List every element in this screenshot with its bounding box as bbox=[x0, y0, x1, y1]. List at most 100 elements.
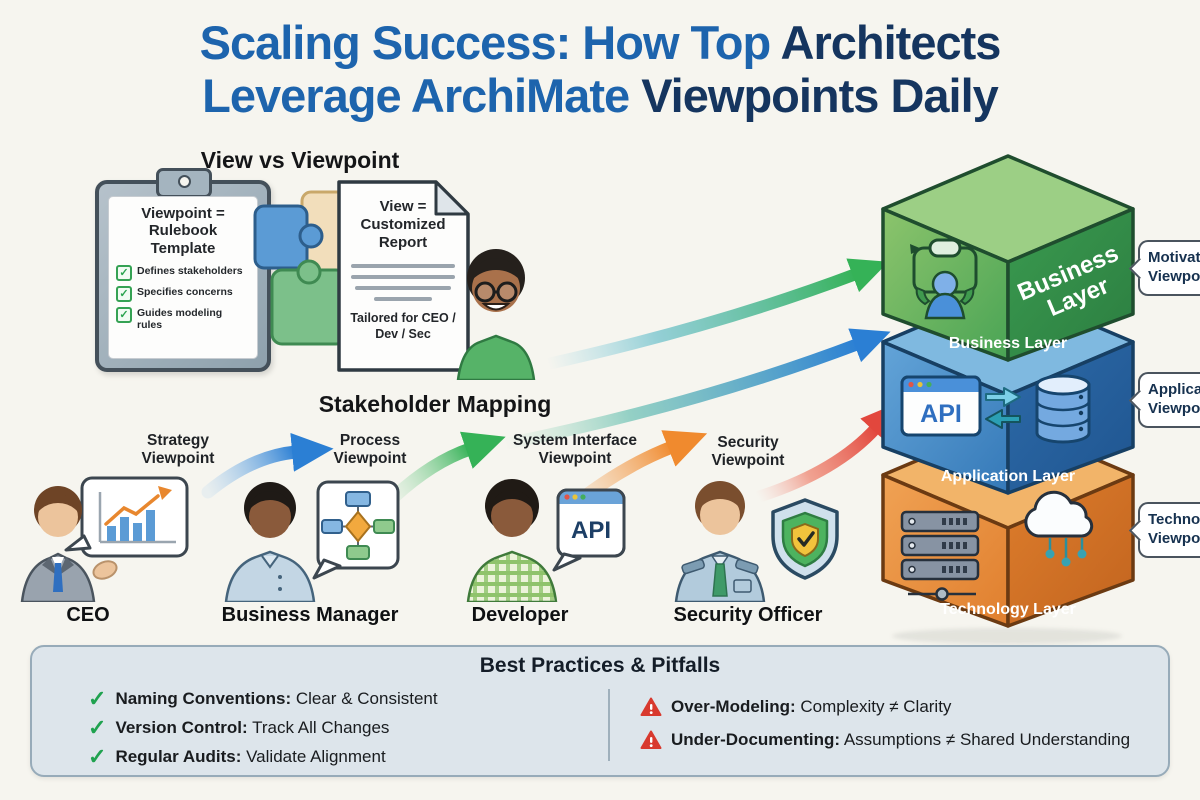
warning-icon bbox=[640, 730, 662, 749]
pitfall-label: Under-Documenting: bbox=[671, 729, 841, 749]
practice-label: Version Control: bbox=[115, 717, 248, 737]
clipboard-paper: Viewpoint = Rulebook Template ✓ Defines … bbox=[108, 196, 258, 359]
developer-api-text: API bbox=[571, 517, 611, 544]
practice-item: ✓ Naming Conventions: Clear & Consistent bbox=[88, 687, 438, 710]
arrow-strategy-to-process-icon bbox=[201, 432, 334, 499]
pitfalls-list: Over-Modeling: Complexity ≠ Clarity Unde… bbox=[640, 695, 1130, 761]
data-exchange-arrows-icon bbox=[985, 387, 1021, 429]
cube-stack-shadow bbox=[892, 628, 1122, 644]
callout-text: Viewpoint bbox=[1148, 529, 1200, 547]
callout-application-viewpoint: Application Viewpoint bbox=[1138, 372, 1200, 428]
business-process-actor-icon bbox=[910, 238, 978, 320]
title-segment: Viewpoints Daily bbox=[641, 69, 999, 122]
api-window-icon: API bbox=[900, 375, 982, 437]
practice-text: Version Control: Track All Changes bbox=[115, 718, 389, 738]
clipboard-item: ✓ Specifies concerns bbox=[116, 285, 250, 302]
practices-list: ✓ Naming Conventions: Clear & Consistent… bbox=[88, 687, 438, 774]
persona-label-developer: Developer bbox=[471, 604, 569, 626]
clipboard-item: ✓ Guides modeling rules bbox=[116, 306, 250, 331]
practice-item: ✓ Version Control: Track All Changes bbox=[88, 716, 438, 739]
clipboard-title: Viewpoint = Rulebook Template bbox=[141, 205, 225, 257]
page-title-line1: Scaling Success: How Top Architects bbox=[0, 16, 1200, 69]
callout-text: Motivation bbox=[1148, 249, 1200, 266]
check-icon: ✓ bbox=[88, 743, 107, 769]
architect-avatar bbox=[456, 249, 536, 380]
page-title: Scaling Success: How Top Architects Leve… bbox=[0, 16, 1200, 122]
flowchart-icon bbox=[321, 491, 395, 560]
practice-text: Regular Audits: Validate Alignment bbox=[115, 747, 385, 767]
pitfall-item: Under-Documenting: Assumptions ≠ Shared … bbox=[640, 728, 1130, 751]
practice-label: Naming Conventions: bbox=[115, 688, 292, 708]
callout-text: Viewpoint bbox=[1148, 267, 1200, 285]
view-vs-viewpoint-heading: View vs Viewpoint bbox=[200, 147, 400, 173]
checkbox-checked-icon: ✓ bbox=[116, 306, 132, 323]
viewpoint-clipboard: Viewpoint = Rulebook Template ✓ Defines … bbox=[95, 168, 271, 372]
security-officer-avatar bbox=[674, 481, 839, 602]
practice-detail: Clear & Consistent bbox=[295, 688, 438, 708]
panel-divider bbox=[608, 689, 610, 761]
check-icon: ✓ bbox=[88, 714, 107, 740]
arrow-to-application-layer-icon bbox=[499, 328, 891, 450]
api-window-bubble-icon: API bbox=[556, 488, 626, 558]
pitfall-text: Under-Documenting: Assumptions ≠ Shared … bbox=[671, 730, 1130, 750]
title-segment: Scaling Success: How Top bbox=[199, 16, 772, 69]
strategy-viewpoint-label: Strategy Viewpoint bbox=[141, 432, 215, 467]
arrow-process-to-system-icon bbox=[387, 431, 506, 504]
business-layer-caption: Business Layer bbox=[949, 335, 1067, 352]
best-practices-panel: Best Practices & Pitfalls ✓ Naming Conve… bbox=[30, 645, 1170, 777]
application-layer-caption: Application Layer bbox=[941, 468, 1075, 485]
practice-detail: Track All Changes bbox=[252, 717, 390, 737]
pitfall-text: Over-Modeling: Complexity ≠ Clarity bbox=[671, 697, 951, 717]
checkbox-checked-icon: ✓ bbox=[116, 285, 132, 302]
persona-label-business-manager: Business Manager bbox=[221, 604, 399, 626]
technology-layer-caption: Technology Layer bbox=[940, 601, 1076, 618]
document-lines-icon bbox=[344, 264, 462, 301]
clipboard-clip-hole bbox=[178, 175, 191, 188]
pitfall-item: Over-Modeling: Complexity ≠ Clarity bbox=[640, 695, 1130, 718]
cloud-network-icon bbox=[1024, 490, 1094, 567]
callout-motivation-viewpoint: Motivation Viewpoint bbox=[1138, 240, 1200, 296]
callout-text: Application bbox=[1148, 381, 1200, 398]
pitfall-label: Over-Modeling: bbox=[671, 696, 796, 716]
security-shield-icon bbox=[771, 498, 839, 580]
practice-label: Regular Audits: bbox=[115, 746, 242, 766]
best-practices-heading: Best Practices & Pitfalls bbox=[479, 654, 721, 677]
pitfall-detail: Assumptions ≠ Shared Understanding bbox=[843, 729, 1131, 749]
clipboard-clip-icon bbox=[156, 168, 212, 198]
practice-text: Naming Conventions: Clear & Consistent bbox=[115, 689, 437, 709]
view-document: View = Customized Report Tailored for CE… bbox=[334, 176, 474, 376]
practice-item: ✓ Regular Audits: Validate Alignment bbox=[88, 745, 438, 768]
developer-avatar: API bbox=[466, 479, 626, 602]
callout-text: Technology bbox=[1148, 511, 1200, 528]
arrow-to-technology-layer-icon bbox=[752, 402, 900, 503]
title-segment: Architects bbox=[780, 16, 1002, 69]
server-rack-icon bbox=[900, 510, 980, 601]
process-viewpoint-label: Process Viewpoint bbox=[333, 432, 407, 467]
document-title: View = Customized Report bbox=[360, 198, 446, 251]
document-text: View = Customized Report Tailored for CE… bbox=[344, 198, 462, 342]
system-interface-viewpoint-label: System Interface Viewpoint bbox=[512, 432, 638, 467]
callout-technology-viewpoint: Technology Viewpoint bbox=[1138, 502, 1200, 558]
ceo-avatar bbox=[20, 476, 189, 602]
persona-label-security-officer: Security Officer bbox=[673, 604, 823, 626]
clipboard-item-label: Guides modeling rules bbox=[137, 306, 223, 331]
warning-icon bbox=[640, 697, 662, 716]
cube-api-text: API bbox=[920, 400, 962, 428]
security-viewpoint-label: Security Viewpoint bbox=[711, 434, 785, 469]
title-segment: Leverage ArchiMate bbox=[202, 69, 630, 122]
clipboard-item-label: Defines stakeholders bbox=[137, 264, 243, 277]
callout-text: Viewpoint bbox=[1148, 399, 1200, 417]
database-icon bbox=[1035, 374, 1091, 444]
stakeholder-mapping-heading: Stakeholder Mapping bbox=[318, 391, 552, 417]
practice-detail: Validate Alignment bbox=[246, 746, 386, 766]
business-layer-cube: Business Layer Business Layer bbox=[881, 154, 1135, 362]
checkbox-checked-icon: ✓ bbox=[116, 264, 132, 281]
document-footer: Tailored for CEO / Dev / Sec bbox=[350, 311, 456, 341]
check-icon: ✓ bbox=[88, 685, 107, 711]
business-manager-avatar bbox=[224, 480, 400, 602]
clipboard-item: ✓ Defines stakeholders bbox=[116, 264, 250, 281]
pitfall-detail: Complexity ≠ Clarity bbox=[800, 696, 952, 716]
page-title-line2: Leverage ArchiMate Viewpoints Daily bbox=[0, 69, 1200, 122]
clipboard-item-label: Specifies concerns bbox=[137, 285, 233, 298]
